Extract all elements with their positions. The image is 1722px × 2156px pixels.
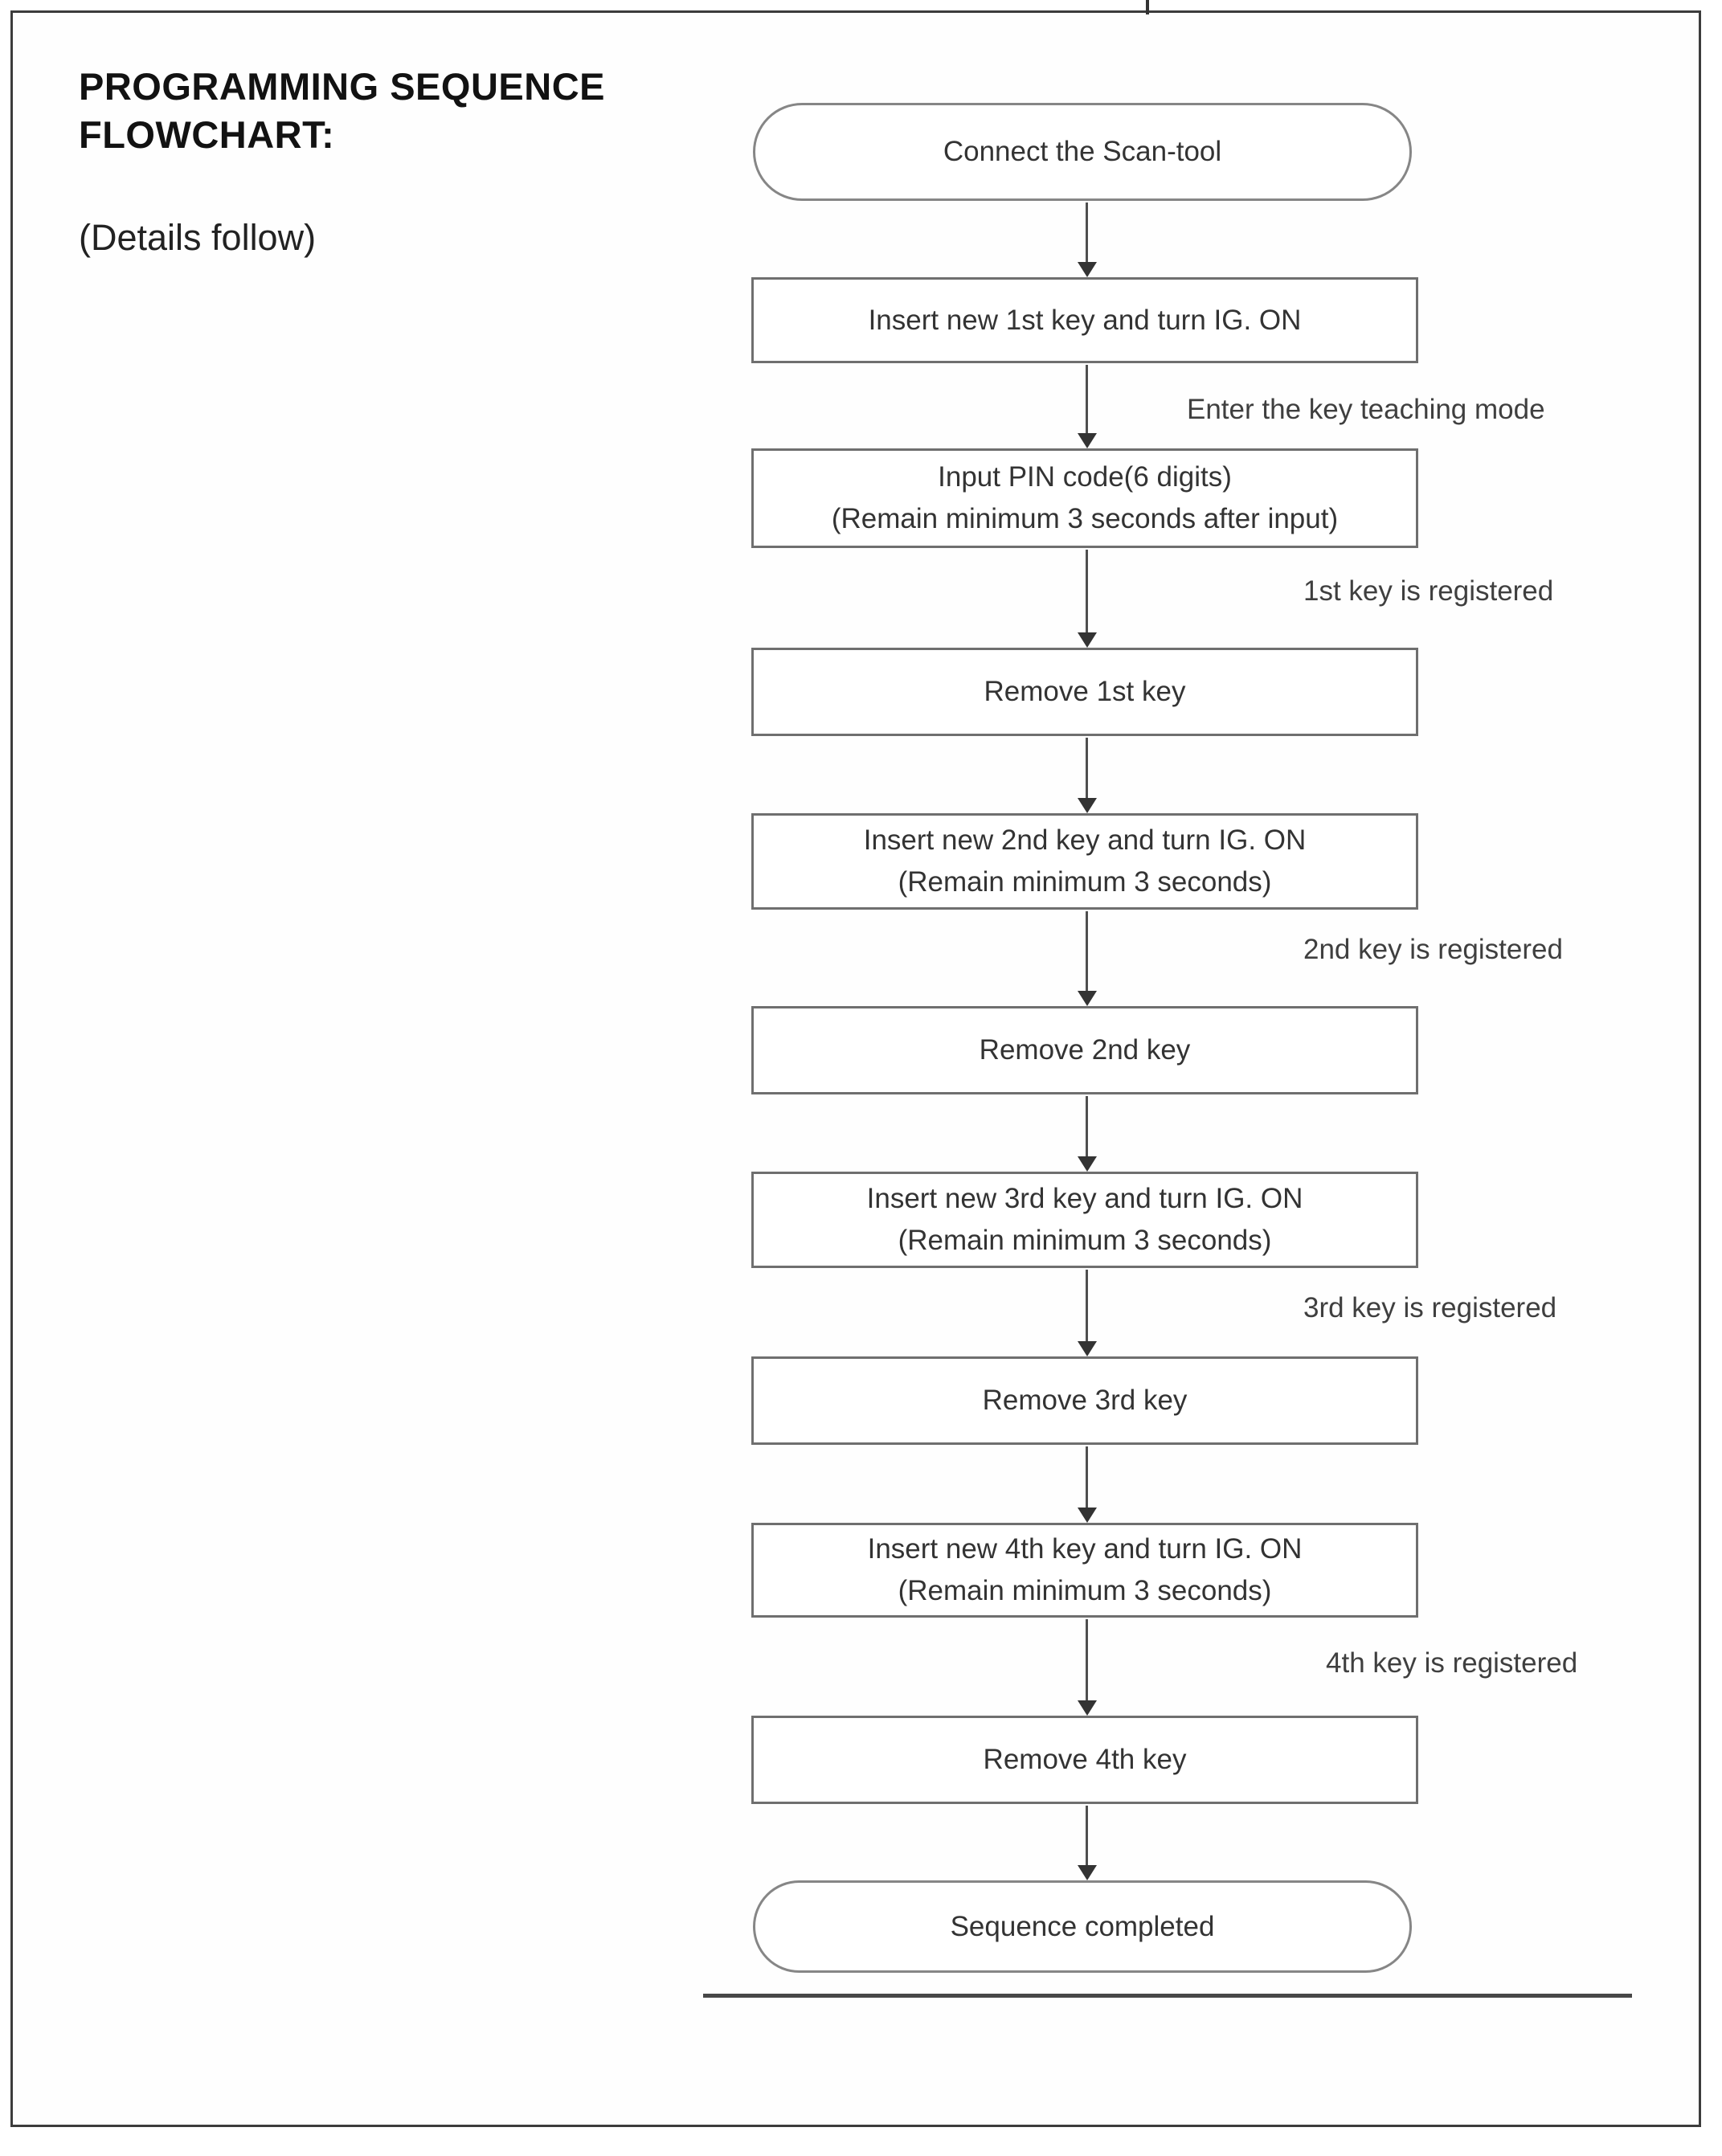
arrow-line bbox=[1086, 1096, 1088, 1160]
arrow-line bbox=[1086, 1806, 1088, 1868]
arrow-head-icon bbox=[1078, 1341, 1097, 1356]
edge-label-enter-teaching-mode: Enter the key teaching mode bbox=[1187, 394, 1545, 425]
arrow-line bbox=[1086, 550, 1088, 636]
arrow-head-icon bbox=[1078, 1508, 1097, 1523]
flow-node-sequence-completed: Sequence completed bbox=[753, 1880, 1412, 1973]
edge-label-4th-key-registered: 4th key is registered bbox=[1326, 1647, 1578, 1679]
flow-arrow bbox=[1077, 738, 1098, 813]
flow-node-text: Sequence completed bbox=[950, 1910, 1215, 1942]
flow-node-text: Insert new 2nd key and turn IG. ON bbox=[863, 824, 1307, 856]
arrow-line bbox=[1086, 1619, 1088, 1704]
flow-arrow bbox=[1077, 550, 1098, 648]
arrow-head-icon bbox=[1078, 798, 1097, 813]
flow-node-input-pin-code: Input PIN code(6 digits) (Remain minimum… bbox=[751, 448, 1418, 548]
arrow-head-icon bbox=[1078, 433, 1097, 448]
flow-node-text: Connect the Scan-tool bbox=[943, 136, 1222, 167]
arrow-line bbox=[1086, 1446, 1088, 1511]
flow-node-remove-2nd-key: Remove 2nd key bbox=[751, 1006, 1418, 1094]
flow-node-insert-3rd-key: Insert new 3rd key and turn IG. ON (Rema… bbox=[751, 1172, 1418, 1268]
edge-label-2nd-key-registered: 2nd key is registered bbox=[1303, 934, 1563, 965]
arrow-head-icon bbox=[1078, 1156, 1097, 1172]
column-divider-tick bbox=[1146, 0, 1149, 14]
section-divider-line bbox=[703, 1994, 1632, 1998]
page-title: PROGRAMMING SEQUENCE FLOWCHART: bbox=[79, 65, 605, 157]
flow-node-remove-4th-key: Remove 4th key bbox=[751, 1716, 1418, 1804]
flow-node-text: Insert new 3rd key and turn IG. ON bbox=[866, 1183, 1303, 1214]
flow-arrow bbox=[1077, 1446, 1098, 1523]
flow-node-insert-4th-key: Insert new 4th key and turn IG. ON (Rema… bbox=[751, 1523, 1418, 1618]
page-subtitle: (Details follow) bbox=[79, 217, 317, 259]
edge-label-1st-key-registered: 1st key is registered bbox=[1303, 575, 1554, 607]
flow-node-remove-3rd-key: Remove 3rd key bbox=[751, 1356, 1418, 1445]
flow-node-text: (Remain minimum 3 seconds) bbox=[898, 1225, 1272, 1256]
arrow-head-icon bbox=[1078, 1865, 1097, 1880]
flow-arrow bbox=[1077, 1619, 1098, 1716]
arrow-head-icon bbox=[1078, 262, 1097, 277]
edge-label-3rd-key-registered: 3rd key is registered bbox=[1303, 1292, 1557, 1323]
flow-arrow bbox=[1077, 1096, 1098, 1172]
flow-arrow bbox=[1077, 1806, 1098, 1880]
flow-node-text: Remove 3rd key bbox=[982, 1385, 1188, 1416]
flow-node-text: Remove 2nd key bbox=[979, 1034, 1191, 1066]
flow-node-text: Remove 4th key bbox=[983, 1744, 1187, 1775]
flow-node-text: Insert new 1st key and turn IG. ON bbox=[868, 304, 1302, 336]
arrow-line bbox=[1086, 738, 1088, 801]
flow-node-connect-scan-tool: Connect the Scan-tool bbox=[753, 103, 1412, 201]
flow-node-text: (Remain minimum 3 seconds after input) bbox=[831, 503, 1339, 534]
flow-node-insert-1st-key: Insert new 1st key and turn IG. ON bbox=[751, 277, 1418, 363]
arrow-line bbox=[1086, 365, 1088, 436]
arrow-line bbox=[1086, 911, 1088, 994]
arrow-head-icon bbox=[1078, 632, 1097, 648]
flow-node-text: Remove 1st key bbox=[984, 676, 1186, 707]
arrow-line bbox=[1086, 203, 1088, 265]
flow-node-remove-1st-key: Remove 1st key bbox=[751, 648, 1418, 736]
flow-arrow bbox=[1077, 365, 1098, 448]
flow-arrow bbox=[1077, 1270, 1098, 1356]
flow-arrow bbox=[1077, 203, 1098, 277]
arrow-line bbox=[1086, 1270, 1088, 1344]
flow-node-insert-2nd-key: Insert new 2nd key and turn IG. ON (Rema… bbox=[751, 813, 1418, 910]
title-block: PROGRAMMING SEQUENCE FLOWCHART: (Details… bbox=[79, 63, 689, 259]
flow-node-text: Insert new 4th key and turn IG. ON bbox=[867, 1533, 1303, 1565]
flow-arrow bbox=[1077, 911, 1098, 1006]
arrow-head-icon bbox=[1078, 1700, 1097, 1716]
arrow-head-icon bbox=[1078, 991, 1097, 1006]
flow-node-text: (Remain minimum 3 seconds) bbox=[898, 866, 1272, 898]
flow-node-text: (Remain minimum 3 seconds) bbox=[898, 1575, 1272, 1606]
flow-node-text: Input PIN code(6 digits) bbox=[938, 461, 1232, 493]
